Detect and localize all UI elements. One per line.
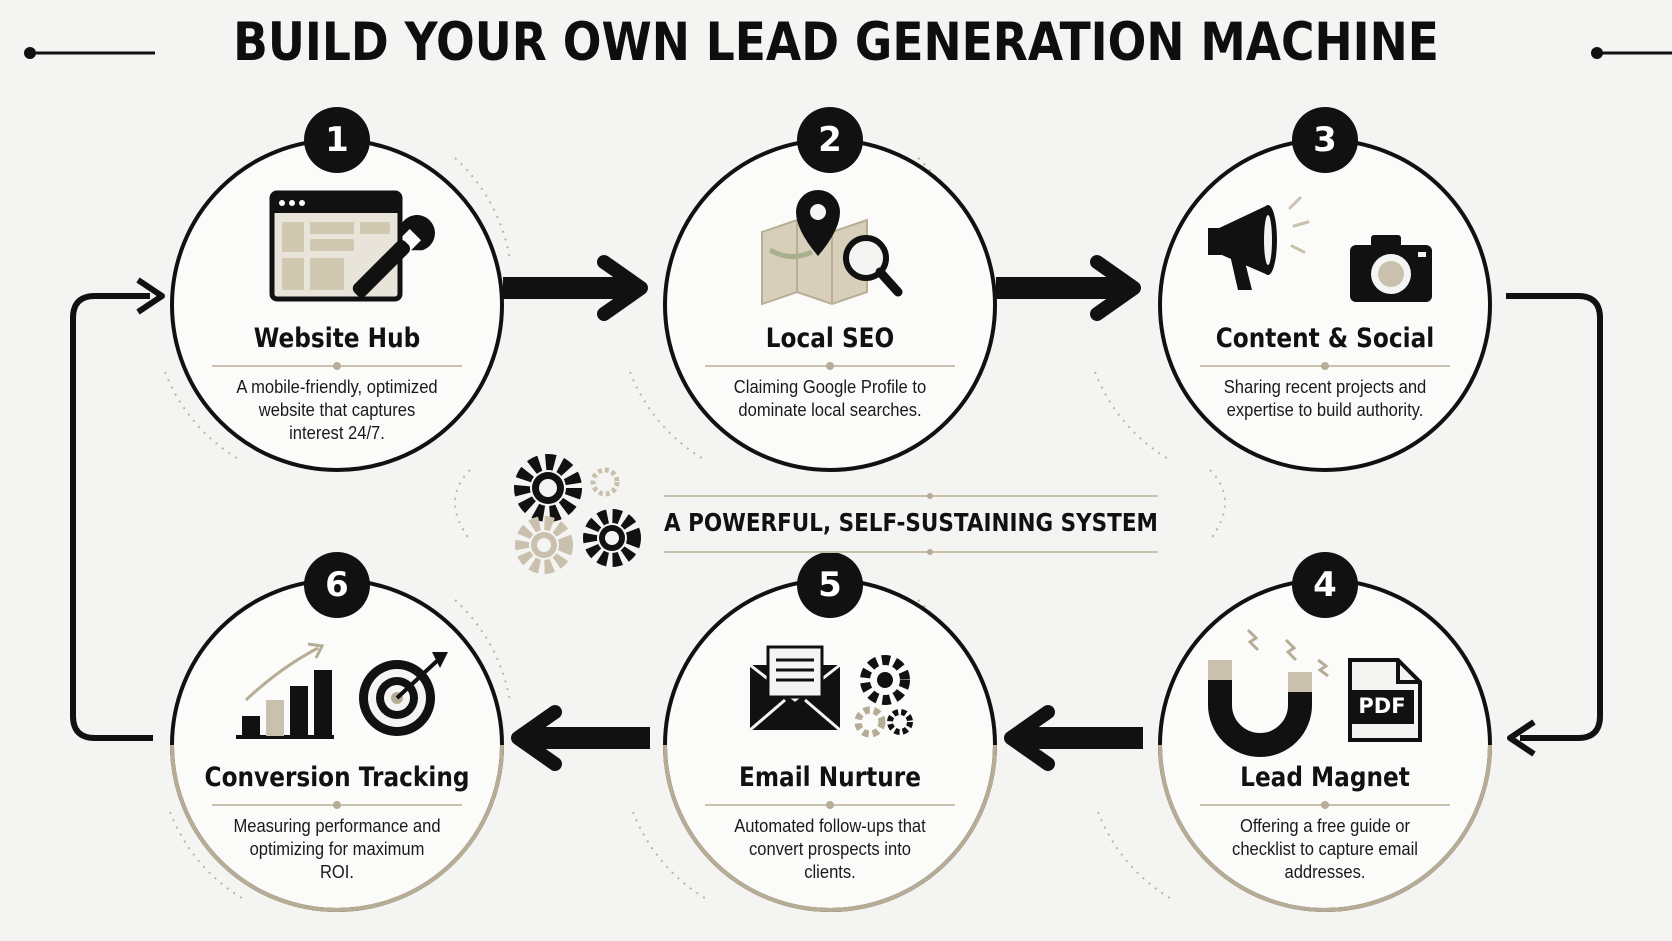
center-label: A POWERFUL, SELF-SUSTAINING SYSTEM bbox=[664, 508, 1158, 537]
step-4-description: Offering a free guide or checklist to ca… bbox=[1232, 816, 1418, 882]
step-6-title: Conversion Tracking bbox=[204, 762, 470, 793]
chart-target-icon bbox=[236, 642, 448, 739]
step-1-number: 1 bbox=[325, 120, 349, 160]
step-4-title: Lead Magnet bbox=[1240, 762, 1410, 793]
step-divider-dots bbox=[333, 362, 1329, 809]
step-4-number: 4 bbox=[1313, 565, 1337, 605]
step-3-number: 3 bbox=[1313, 120, 1337, 160]
magnet-pdf-icon bbox=[1208, 628, 1422, 757]
title-rule-left bbox=[24, 47, 155, 59]
step-4-badge bbox=[1292, 552, 1358, 618]
step-5-description: Automated follow-ups that convert prospe… bbox=[734, 816, 926, 882]
step-3-description: Sharing recent projects and expertise to… bbox=[1223, 377, 1427, 420]
map-pin-magnifier-icon bbox=[761, 190, 903, 306]
browser-wrench-icon bbox=[269, 190, 435, 302]
loop-connector-left bbox=[70, 293, 153, 741]
step-3-badge bbox=[1292, 107, 1358, 173]
arrow-5-to-6 bbox=[511, 705, 650, 771]
page-title: BUILD YOUR OWN LEAD GENERATION MACHINE bbox=[233, 12, 1439, 73]
step-6-description: Measuring performance and optimizing for… bbox=[233, 816, 441, 882]
center-label-rules bbox=[664, 493, 1158, 555]
step-6-number: 6 bbox=[325, 565, 349, 605]
step-1-badge bbox=[304, 107, 370, 173]
step-6-badge bbox=[304, 552, 370, 618]
step-1-description: A mobile-friendly, optimized website tha… bbox=[236, 377, 438, 443]
step-5-number: 5 bbox=[818, 565, 842, 605]
arrow-4-to-5 bbox=[1004, 705, 1143, 771]
loop-arrow-right-head bbox=[1507, 719, 1536, 757]
envelope-gears-icon bbox=[749, 645, 913, 738]
loop-arrow-left-head bbox=[136, 277, 165, 315]
step-2-badge bbox=[797, 107, 863, 173]
step-5-title: Email Nurture bbox=[739, 762, 921, 793]
step-6-circle bbox=[170, 578, 504, 912]
step-2-description: Claiming Google Profile to dominate loca… bbox=[733, 377, 927, 420]
step-1-title: Website Hub bbox=[253, 323, 421, 354]
arrow-2-to-3 bbox=[996, 255, 1141, 321]
pdf-icon-label: PDF bbox=[1358, 694, 1406, 718]
step-3-title: Content & Social bbox=[1215, 323, 1435, 354]
step-5-badge bbox=[797, 552, 863, 618]
step-2-title: Local SEO bbox=[765, 323, 895, 354]
loop-connector-right bbox=[1506, 293, 1603, 741]
megaphone-camera-icon bbox=[1208, 196, 1432, 302]
title-rule-right bbox=[1591, 47, 1672, 59]
step-2-number: 2 bbox=[818, 120, 842, 160]
arrow-1-to-2 bbox=[503, 255, 648, 321]
gears-cluster-icon bbox=[514, 454, 641, 574]
